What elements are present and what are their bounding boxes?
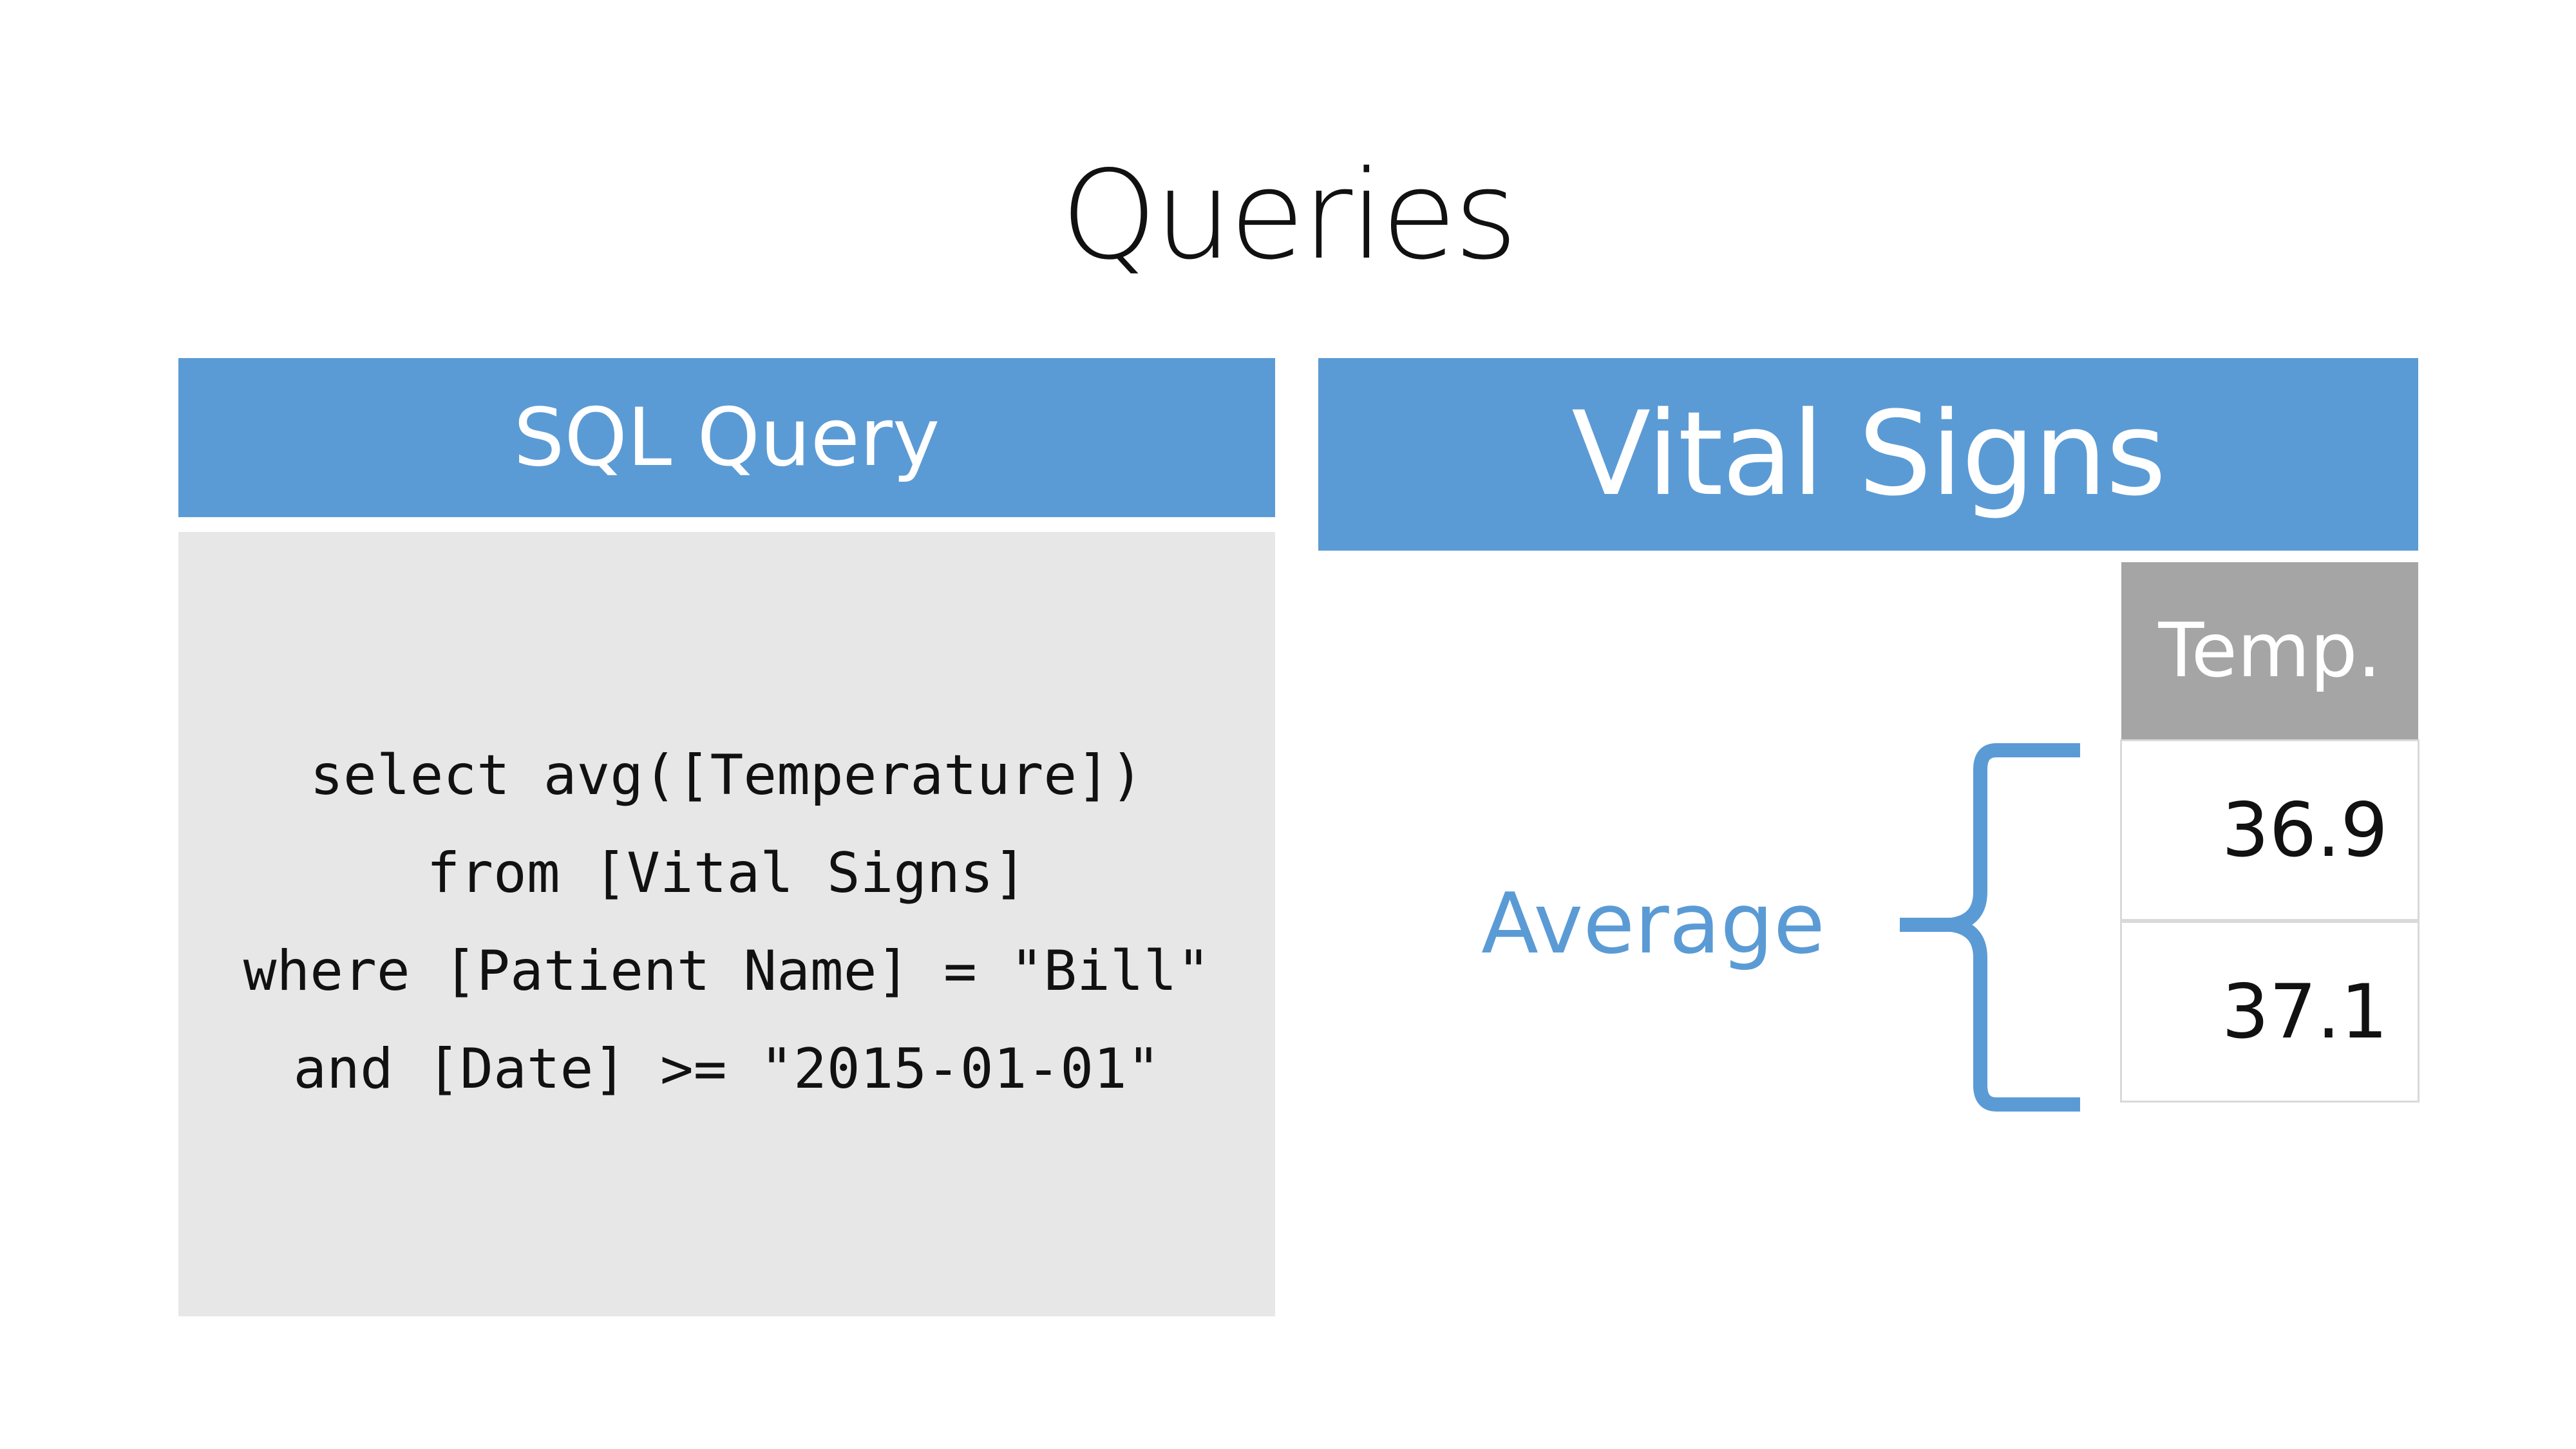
sql-code-line: select avg([Temperature]) xyxy=(310,743,1144,808)
sql-code-line: and [Date] >= "2015-01-01" xyxy=(293,1037,1160,1101)
curly-brace-icon xyxy=(1900,743,2080,1112)
temp-column-header: Temp. xyxy=(2121,562,2418,739)
temp-value-cell: 37.1 xyxy=(2120,921,2420,1103)
sql-code-box xyxy=(178,532,1275,1316)
sql-code: select avg([Temperature]) from [Vital Si… xyxy=(0,726,1454,1118)
sql-code-line: where [Patient Name] = "Bill" xyxy=(243,939,1211,1003)
sql-query-header: SQL Query xyxy=(178,358,1275,517)
sql-code-line: from [Vital Signs] xyxy=(426,841,1027,905)
slide-title: Queries xyxy=(1061,144,1518,287)
average-label: Average xyxy=(1481,875,1825,972)
temp-value-cell: 36.9 xyxy=(2120,739,2420,921)
vital-signs-header: Vital Signs xyxy=(1318,358,2418,551)
